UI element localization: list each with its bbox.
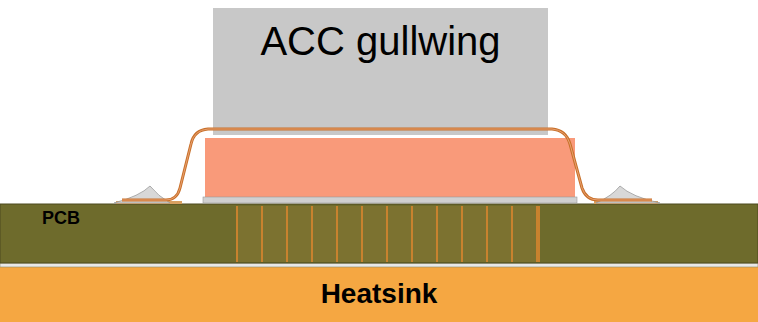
gullwing-lead: [122, 129, 652, 200]
interface-layer: [0, 263, 758, 267]
node-label: Heatsink: [321, 278, 438, 310]
node-label: PCB: [42, 208, 80, 229]
solder-layer: [203, 197, 577, 203]
node-label: ACC gullwing: [260, 18, 500, 64]
heatsink-band: [0, 267, 758, 322]
component-box: ACC gullwing: [213, 8, 548, 128]
via-edge: [538, 206, 540, 262]
lead-highlight: [122, 129, 652, 200]
heatsink-layer: Heatsink: [0, 267, 758, 322]
pcb-band: [0, 204, 758, 263]
package-body: [213, 8, 548, 135]
exposed-slug: [205, 138, 575, 197]
thermal-vias: [236, 206, 540, 262]
pcb-layer: PCB: [0, 204, 758, 263]
